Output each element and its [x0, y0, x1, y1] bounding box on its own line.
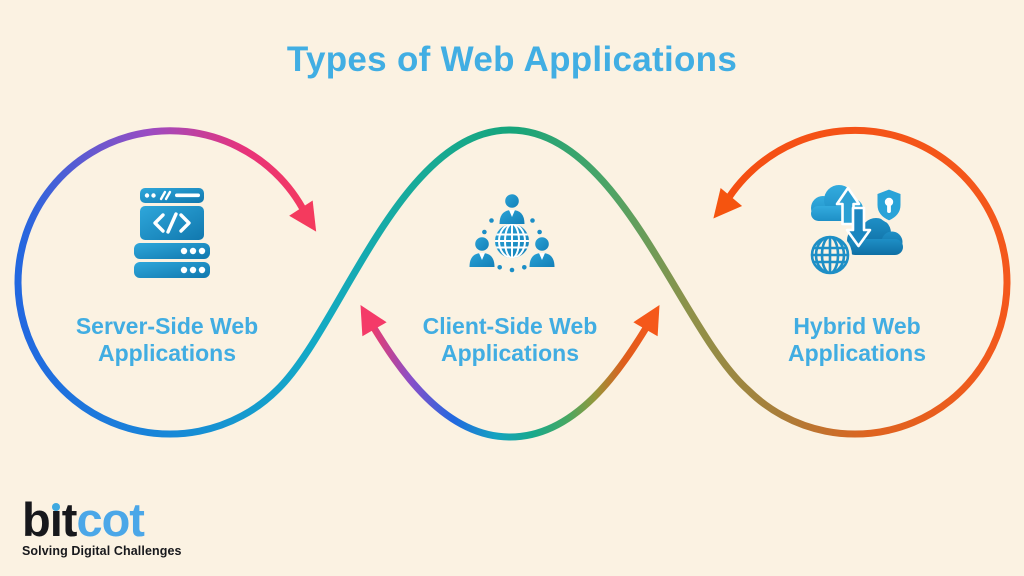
logo-tagline: Solving Digital Challenges: [22, 544, 182, 558]
network-dots-ring: [482, 218, 542, 273]
logo-i-dot: [51, 503, 60, 511]
logo-cot: cot: [76, 493, 144, 546]
server-code-icon: [134, 188, 210, 278]
flow-path-left-loop-top: [14, 127, 312, 287]
label-client-side-web-applications: Client-Side Web Applications: [422, 313, 598, 367]
flow-path-middle-bottom: [364, 314, 656, 441]
label-server-side-web-applications: Server-Side Web Applications: [75, 313, 259, 367]
page-title: Types of Web Applications: [286, 40, 738, 79]
flow-path-right-loop-top: [719, 126, 1011, 287]
server-rack-bottom: [134, 262, 210, 278]
logo-letter-i: ı: [49, 493, 63, 546]
arrow-down-glyph: [845, 206, 872, 248]
security-shield: [874, 186, 904, 224]
label-hybrid-web-applications: Hybrid Web Applications: [787, 313, 926, 367]
arrowhead-right-loop: [713, 188, 743, 219]
code-brackets-glyph: [153, 212, 191, 234]
cloud-sync-security-icon: [808, 185, 904, 277]
arrowhead-left-loop: [289, 200, 317, 232]
person-bottom-right: [529, 237, 555, 267]
server-rack-top: [134, 243, 210, 259]
users-network-globe-icon: [469, 194, 555, 273]
flow-path-s-body: [14, 126, 1011, 438]
person-bottom-left: [469, 237, 495, 267]
logo-letter-b: b: [22, 493, 51, 546]
globe-solid: [495, 224, 529, 258]
person-top: [499, 194, 525, 224]
arrowhead-middle-right: [633, 305, 660, 337]
logo-letter-t: t: [61, 493, 78, 546]
globe-wireframe: [808, 233, 852, 277]
browser-topbar: [140, 188, 204, 203]
arrowhead-middle-left: [360, 305, 387, 337]
